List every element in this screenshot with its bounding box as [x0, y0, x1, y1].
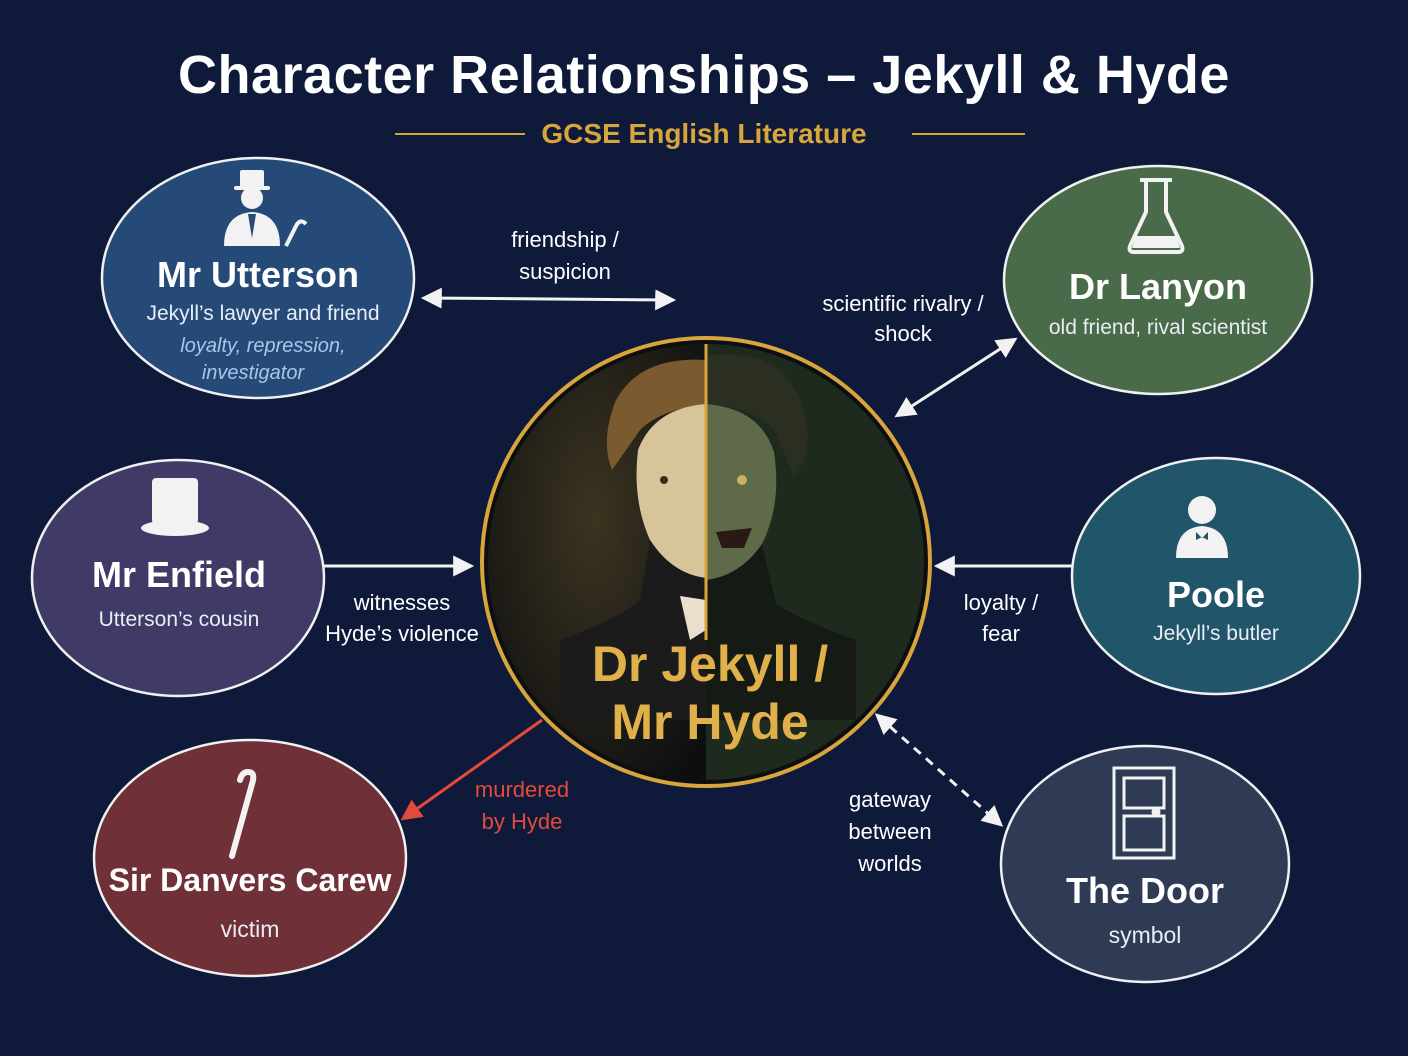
lanyon-desc: old friend, rival scientist — [1048, 316, 1268, 339]
arrow-lanyon — [894, 337, 1018, 418]
lanyon-name: Dr Lanyon — [1068, 266, 1247, 307]
arrow-utterson — [420, 287, 677, 311]
rel-enfield-line1: witnesses — [353, 590, 451, 615]
door-desc: symbol — [1108, 922, 1182, 948]
enfield-name: Mr Enfield — [91, 554, 266, 595]
center-name-line2: Mr Hyde — [611, 694, 809, 750]
utterson-trait-line2: investigator — [201, 362, 305, 384]
poole-desc: Jekyll’s butler — [1153, 622, 1279, 645]
utterson-desc: Jekyll’s lawyer and friend — [146, 302, 380, 325]
rel-carew-line2: by Hyde — [481, 809, 563, 834]
page-title: Character Relationships – Jekyll & Hyde — [178, 45, 1230, 105]
node-door[interactable] — [999, 744, 1291, 984]
top-hat-icon — [141, 478, 209, 536]
rel-door-line1: gateway — [849, 787, 931, 812]
node-carew[interactable] — [92, 738, 408, 978]
gentleman-with-cane-icon — [224, 170, 308, 247]
rel-enfield-line2: Hyde’s violence — [325, 621, 479, 646]
rel-lanyon-line2: shock — [874, 321, 932, 346]
rel-lanyon-line1: scientific rivalry / — [822, 291, 984, 316]
rel-poole-line1: loyalty / — [963, 590, 1039, 615]
node-jekyll-hyde[interactable] — [480, 336, 932, 788]
utterson-trait-line1: loyalty, repression, — [180, 335, 346, 357]
node-enfield[interactable] — [30, 458, 326, 698]
node-poole[interactable] — [1070, 456, 1362, 696]
enfield-desc: Utterson’s cousin — [98, 608, 260, 631]
carew-name: Sir Danvers Carew — [108, 862, 392, 898]
center-name-line1: Dr Jekyll / — [591, 636, 829, 692]
rel-door-line3: worlds — [858, 851, 922, 876]
rel-poole-line2: fear — [982, 621, 1020, 646]
butler-icon — [1176, 496, 1228, 558]
poole-name: Poole — [1166, 574, 1265, 615]
door-icon — [1112, 766, 1176, 860]
cane-icon — [229, 768, 257, 859]
door-name: The Door — [1066, 870, 1224, 911]
node-utterson[interactable] — [100, 156, 416, 400]
arrow-carew — [400, 718, 543, 821]
rel-door-line2: between — [848, 819, 932, 844]
utterson-name: Mr Utterson — [156, 254, 359, 295]
carew-desc: victim — [220, 916, 280, 942]
page-subtitle: GCSE English Literature — [541, 118, 867, 149]
rel-utterson-line1: friendship / — [511, 227, 619, 252]
flask-icon — [1127, 178, 1185, 254]
arrow-door — [874, 713, 1004, 827]
rel-utterson-line2: suspicion — [519, 259, 611, 284]
rel-carew-line1: murdered — [474, 777, 570, 802]
node-lanyon[interactable] — [1002, 164, 1314, 396]
